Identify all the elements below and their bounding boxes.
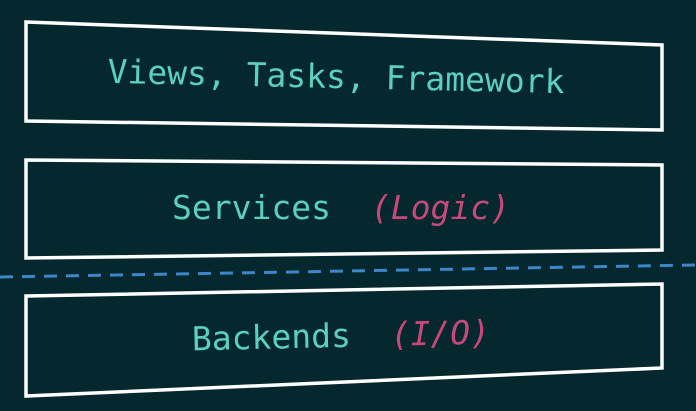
layer-box-bottom [24, 282, 664, 398]
layer-name-top: Views, Tasks, Framework [107, 51, 565, 100]
layer-views-tasks-framework: Views, Tasks, Framework [24, 20, 664, 132]
layer-services: Services (Logic) [24, 158, 664, 260]
layer-note-middle: (Logic) [371, 188, 510, 227]
layer-label-top: Views, Tasks, Framework [107, 51, 565, 100]
layer-name-bottom: Backends [191, 315, 351, 358]
layer-backends: Backends (I/O) [24, 282, 664, 398]
layer-label-middle: Services (Logic) [172, 188, 510, 227]
layer-note-bottom: (I/O) [390, 312, 490, 353]
layer-label-bottom: Backends (I/O) [191, 312, 490, 358]
layer-box-middle [24, 158, 664, 260]
layer-name-middle: Services [172, 188, 331, 227]
dashed-divider-line [0, 263, 696, 279]
layer-box-top [24, 20, 664, 132]
